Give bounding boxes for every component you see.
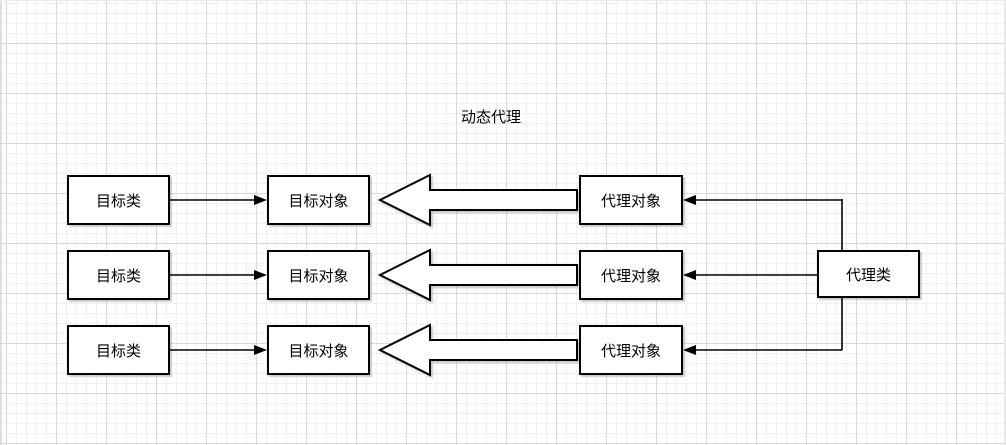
canvas-right-edge: [1004, 0, 1006, 445]
node-target-class-row1[interactable]: 目标类: [67, 175, 170, 225]
node-label: 目标类: [95, 342, 141, 360]
node-target-class-row2[interactable]: 目标类: [67, 250, 170, 300]
node-target-object-row3[interactable]: 目标对象: [267, 325, 370, 375]
node-label: 代理对象: [600, 342, 661, 360]
node-label: 目标类: [95, 192, 141, 210]
node-label: 目标对象: [288, 267, 349, 285]
node-target-class-row3[interactable]: 目标类: [67, 325, 170, 375]
canvas-left-edge: [0, 0, 2, 445]
node-label: 代理对象: [600, 267, 661, 285]
node-label: 代理对象: [600, 192, 661, 210]
connector-targetclass-to-targetobject-row1[interactable]: [170, 195, 267, 205]
node-label: 目标类: [95, 267, 141, 285]
node-target-object-row2[interactable]: 目标对象: [267, 250, 370, 300]
node-label: 代理类: [845, 266, 891, 284]
canvas-top-edge: [0, 0, 1006, 1]
node-label: 目标对象: [288, 342, 349, 360]
connector-proxyclass-to-proxyobject-row3[interactable]: [683, 345, 842, 355]
fat-arrow-proxyobject-to-targetobject-row3[interactable]: [377, 323, 578, 377]
node-proxy-object-row2[interactable]: 代理对象: [579, 250, 683, 300]
connector-proxyclass-to-proxyobject-row1[interactable]: [683, 195, 842, 205]
connector-targetclass-to-targetobject-row2[interactable]: [170, 270, 267, 280]
fat-arrow-proxyobject-to-targetobject-row1[interactable]: [377, 173, 578, 227]
fat-arrow-proxyobject-to-targetobject-row2[interactable]: [377, 248, 578, 302]
node-label: 目标对象: [288, 192, 349, 210]
node-proxy-class[interactable]: 代理类: [817, 250, 920, 298]
node-proxy-object-row3[interactable]: 代理对象: [579, 325, 683, 375]
connector-targetclass-to-targetobject-row3[interactable]: [170, 345, 267, 355]
diagram-title: 动态代理: [460, 109, 521, 126]
connector-proxyclass-to-proxyobject-row2[interactable]: [683, 270, 817, 280]
node-target-object-row1[interactable]: 目标对象: [267, 175, 370, 225]
node-proxy-object-row1[interactable]: 代理对象: [579, 175, 683, 225]
